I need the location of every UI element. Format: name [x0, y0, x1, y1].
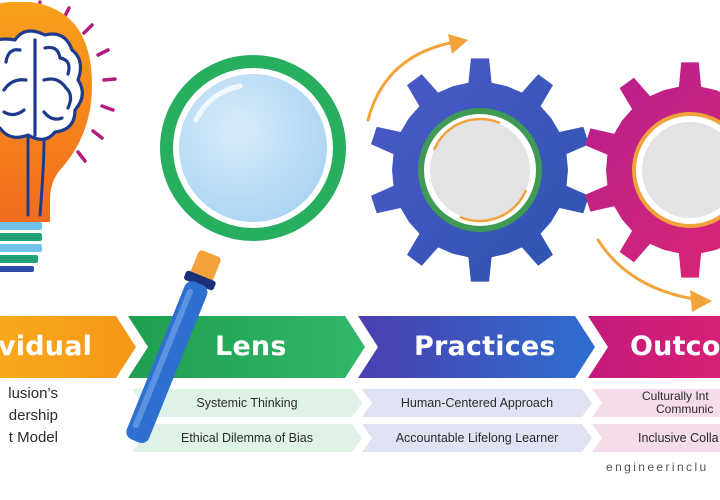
stage-title-practices: Practices	[414, 331, 556, 362]
lens-item-systemic-thinking: Systemic Thinking	[196, 396, 298, 410]
stage-title-individual: vidual	[0, 331, 93, 362]
model-caption-line-1: lusion’s	[8, 385, 58, 402]
model-caption-line-3: t Model	[8, 429, 58, 446]
magnifying-glass-icon	[126, 55, 346, 444]
model-caption-line-2: dership	[8, 407, 58, 424]
rotation-arrow-icon	[366, 34, 712, 312]
outcomes-item-culturally: Culturally Int Communic	[602, 389, 720, 417]
lightbulb-brain-icon	[0, 0, 117, 272]
stage-title-lens: Lens	[215, 331, 287, 362]
stage-banner	[0, 316, 720, 378]
outcomes-item-culturally-line-1: Culturally Int	[642, 389, 709, 403]
blue-gear-icon	[371, 58, 589, 282]
stage-title-outcomes: Outco	[630, 331, 720, 362]
watermark: engineerinclu	[606, 460, 709, 474]
practices-item-human-centered: Human-Centered Approach	[400, 396, 554, 410]
outcomes-item-inclusive: Inclusive Colla	[638, 431, 719, 445]
lens-item-ethical-dilemma: Ethical Dilemma of Bias	[181, 431, 313, 445]
magenta-gear-icon	[584, 62, 720, 278]
practices-item-lifelong-learner: Accountable Lifelong Learner	[395, 431, 559, 445]
item-pills	[132, 389, 720, 452]
outcomes-item-culturally-line-2: Communic	[656, 402, 714, 416]
